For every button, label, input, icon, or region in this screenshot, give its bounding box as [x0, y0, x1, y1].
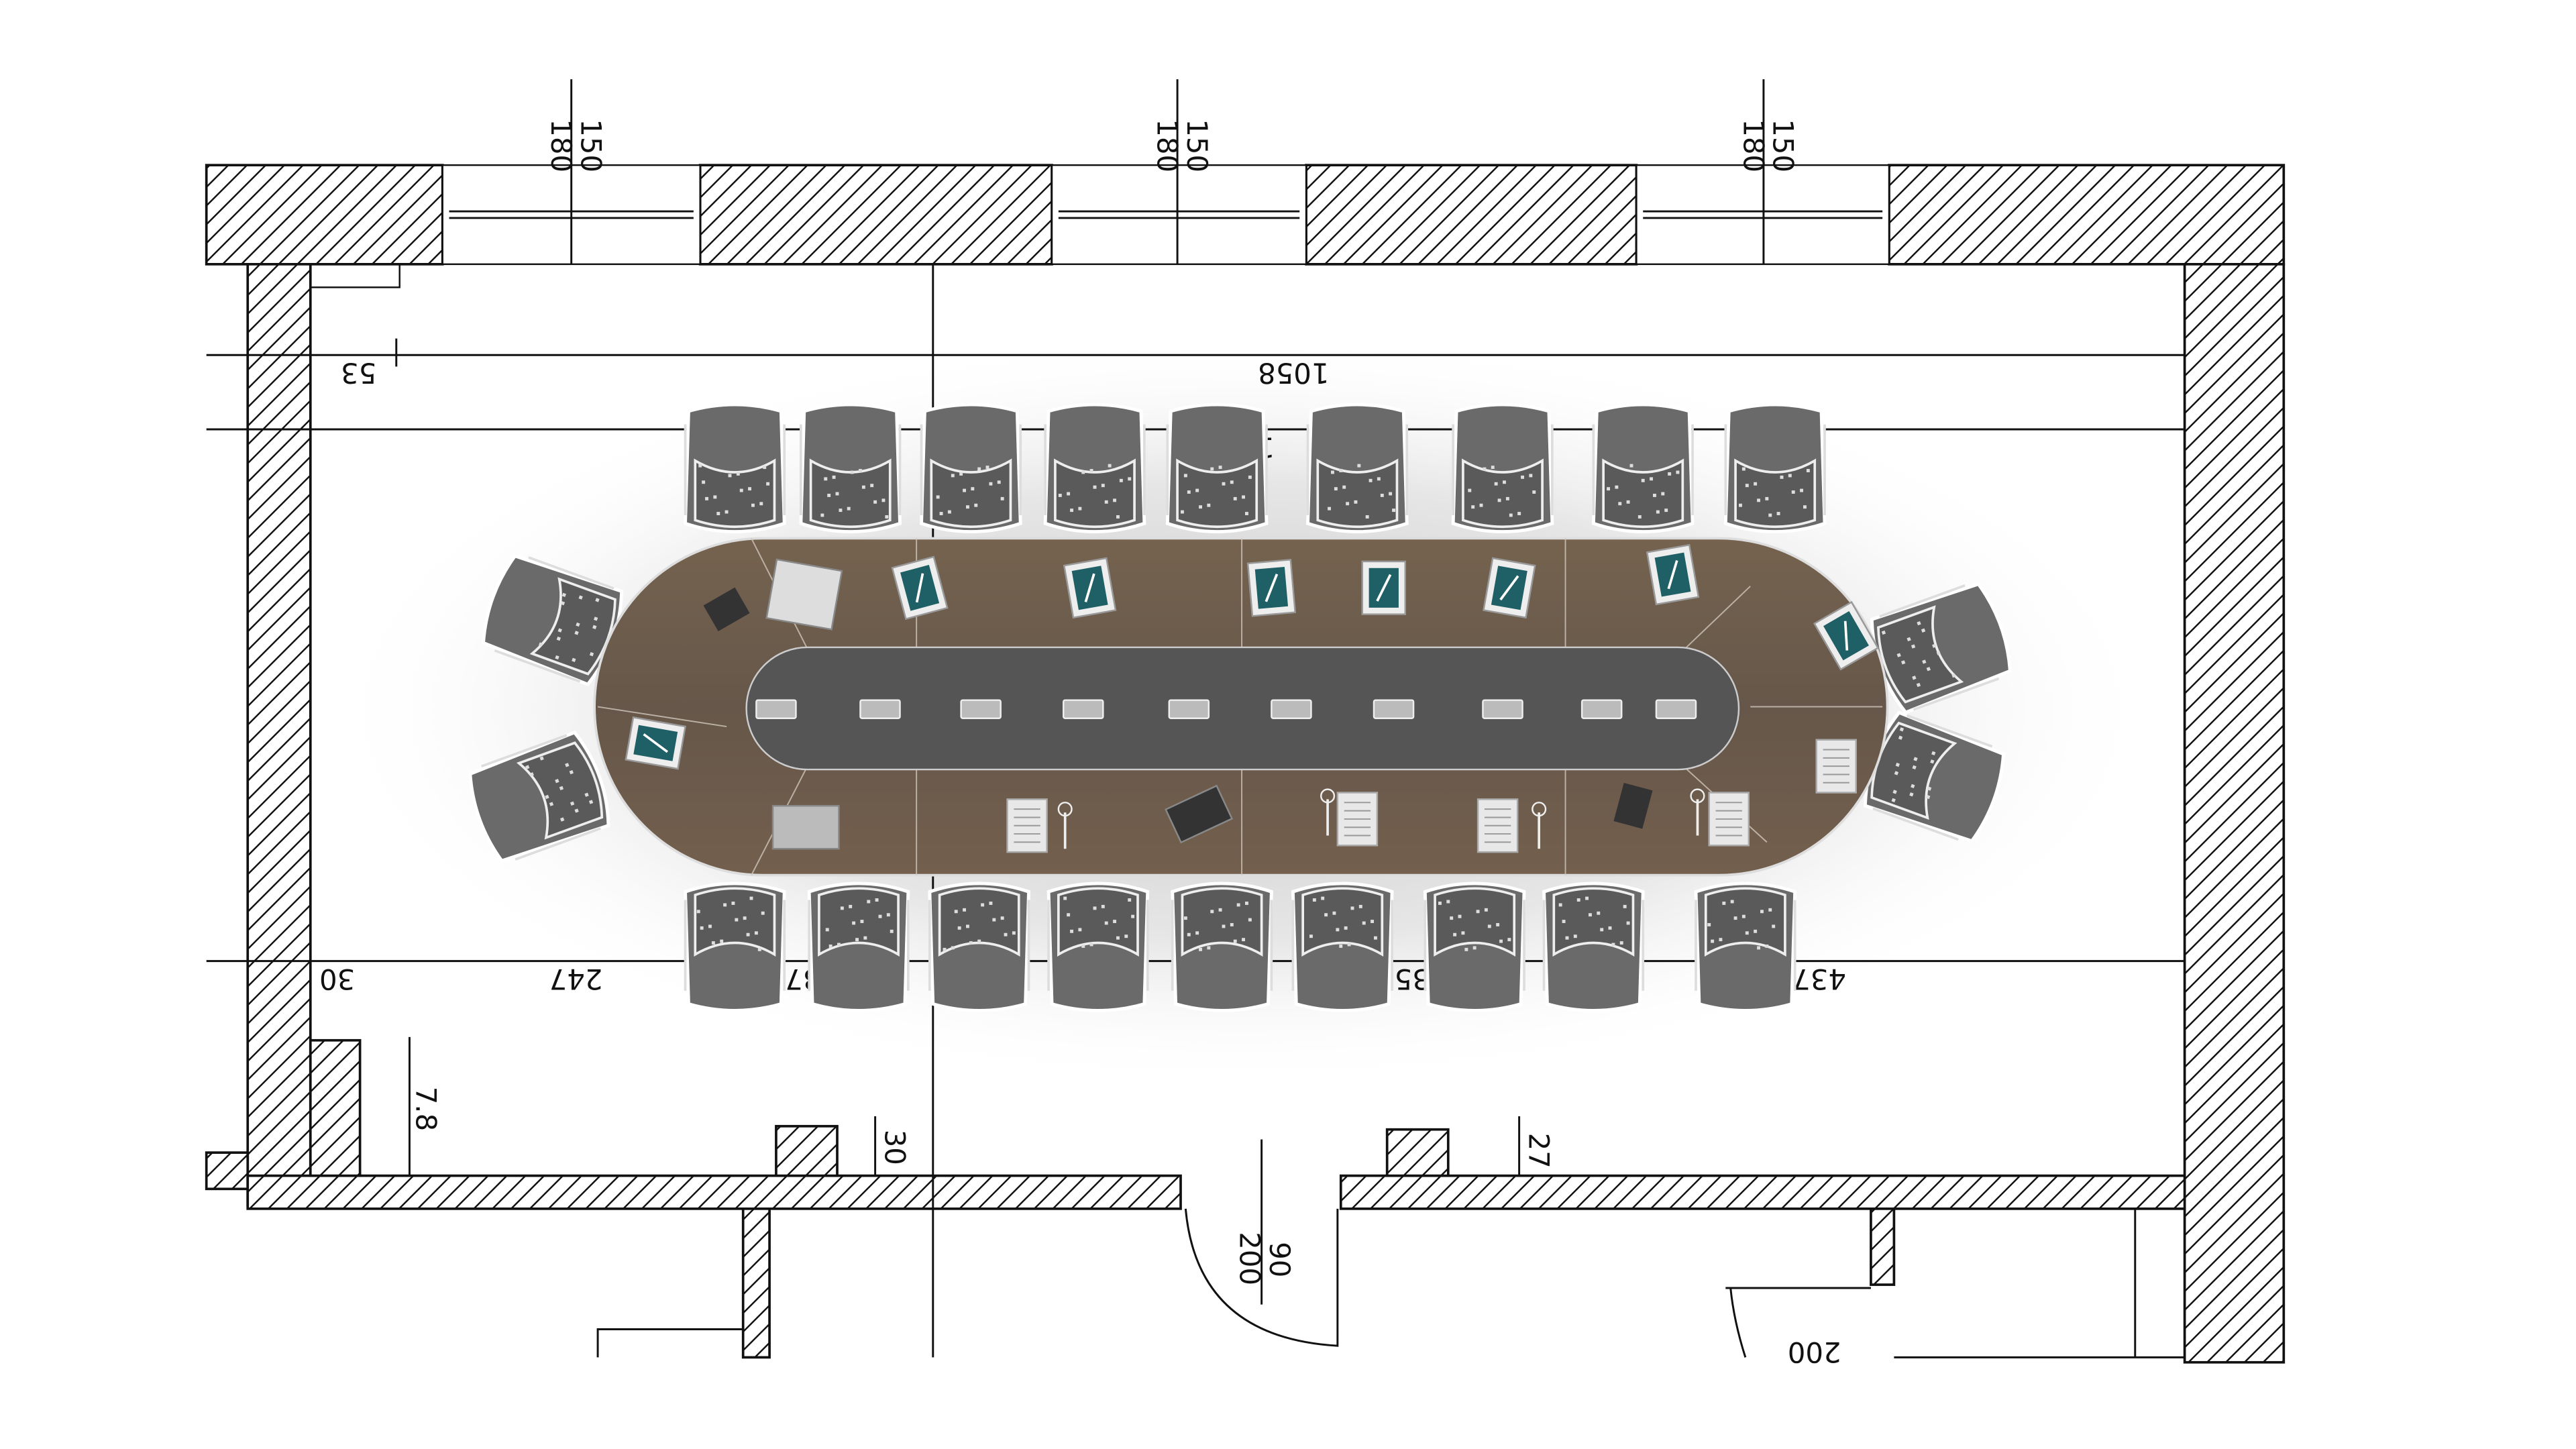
niche-right [1385, 1128, 1450, 1177]
power-port [1655, 699, 1697, 719]
table-center-inlay [745, 646, 1740, 771]
document [1477, 798, 1519, 853]
document [1336, 792, 1379, 847]
power-ports [755, 699, 1697, 719]
document [1006, 798, 1048, 853]
chair [1694, 881, 1797, 1012]
chair [1171, 881, 1273, 1012]
power-port [1580, 699, 1623, 719]
chair [684, 881, 786, 1012]
chair [1046, 881, 1150, 1012]
chair [1451, 402, 1554, 534]
chair [684, 402, 786, 534]
document [1815, 739, 1858, 794]
niche-left [775, 1124, 839, 1177]
phone [703, 587, 750, 632]
tablet [1483, 557, 1536, 619]
window-3-label-bottom: 180 [1737, 119, 1770, 172]
door-right-label: 200 [1788, 1336, 1841, 1368]
pen-cap [1320, 788, 1336, 804]
walls [205, 164, 2286, 1364]
conference-table [593, 537, 1889, 877]
chair [468, 730, 610, 863]
pen-cap [1532, 802, 1547, 817]
tablet [625, 716, 686, 770]
pen-cap [1690, 788, 1705, 804]
tablet [891, 555, 949, 621]
door-width-label: 90 [1263, 1242, 1296, 1277]
door-height-label: 200 [1234, 1232, 1267, 1285]
chair [1863, 710, 2006, 843]
chair [1165, 402, 1269, 534]
tablet [1361, 560, 1406, 615]
tablet [1646, 543, 1700, 606]
laptop-closed [771, 805, 840, 850]
room-width-label: 1058 [1258, 357, 1329, 390]
left-gap-label: 30 [319, 963, 355, 996]
window-2-label-top: 150 [1181, 119, 1214, 172]
tablet [1063, 557, 1117, 619]
pen-cap [1057, 802, 1073, 817]
power-port [1482, 699, 1523, 719]
chair [1723, 402, 1827, 534]
chair [928, 881, 1031, 1012]
windows [441, 79, 1890, 266]
chair [807, 881, 910, 1012]
window-2-label-bottom: 180 [1151, 119, 1184, 172]
niche-left-label: 30 [878, 1130, 911, 1165]
column [309, 1038, 362, 1177]
power-port [1063, 699, 1104, 719]
chair [1306, 402, 1409, 534]
column-depth-label: 7.8 [409, 1087, 442, 1132]
notebook [1165, 784, 1234, 844]
segment-right-label: 437 [1792, 963, 1846, 996]
power-port [960, 699, 1002, 719]
power-port [1168, 699, 1210, 719]
chairs [468, 402, 2012, 1012]
power-port [859, 699, 901, 719]
document [1708, 792, 1750, 847]
chair [1591, 402, 1695, 534]
chair [1043, 402, 1146, 534]
table-items [625, 543, 1880, 853]
window-1-label-top: 150 [574, 119, 607, 172]
tablet [1813, 600, 1880, 671]
left-offset-label: 53 [341, 357, 376, 390]
chair [1291, 881, 1394, 1012]
power-port [755, 699, 797, 719]
chair [920, 402, 1022, 534]
power-port [1271, 699, 1312, 719]
power-port [1373, 699, 1415, 719]
tablet [1246, 558, 1297, 617]
niche-right-label: 27 [1522, 1133, 1555, 1169]
phone [1613, 782, 1653, 829]
chair [1542, 881, 1645, 1012]
laptop [765, 558, 843, 631]
segment-left-label: 247 [549, 963, 603, 996]
chair [1423, 881, 1526, 1012]
window-3-label-top: 150 [1767, 119, 1800, 172]
window-1-label-bottom: 180 [545, 119, 578, 172]
chair [799, 402, 902, 534]
